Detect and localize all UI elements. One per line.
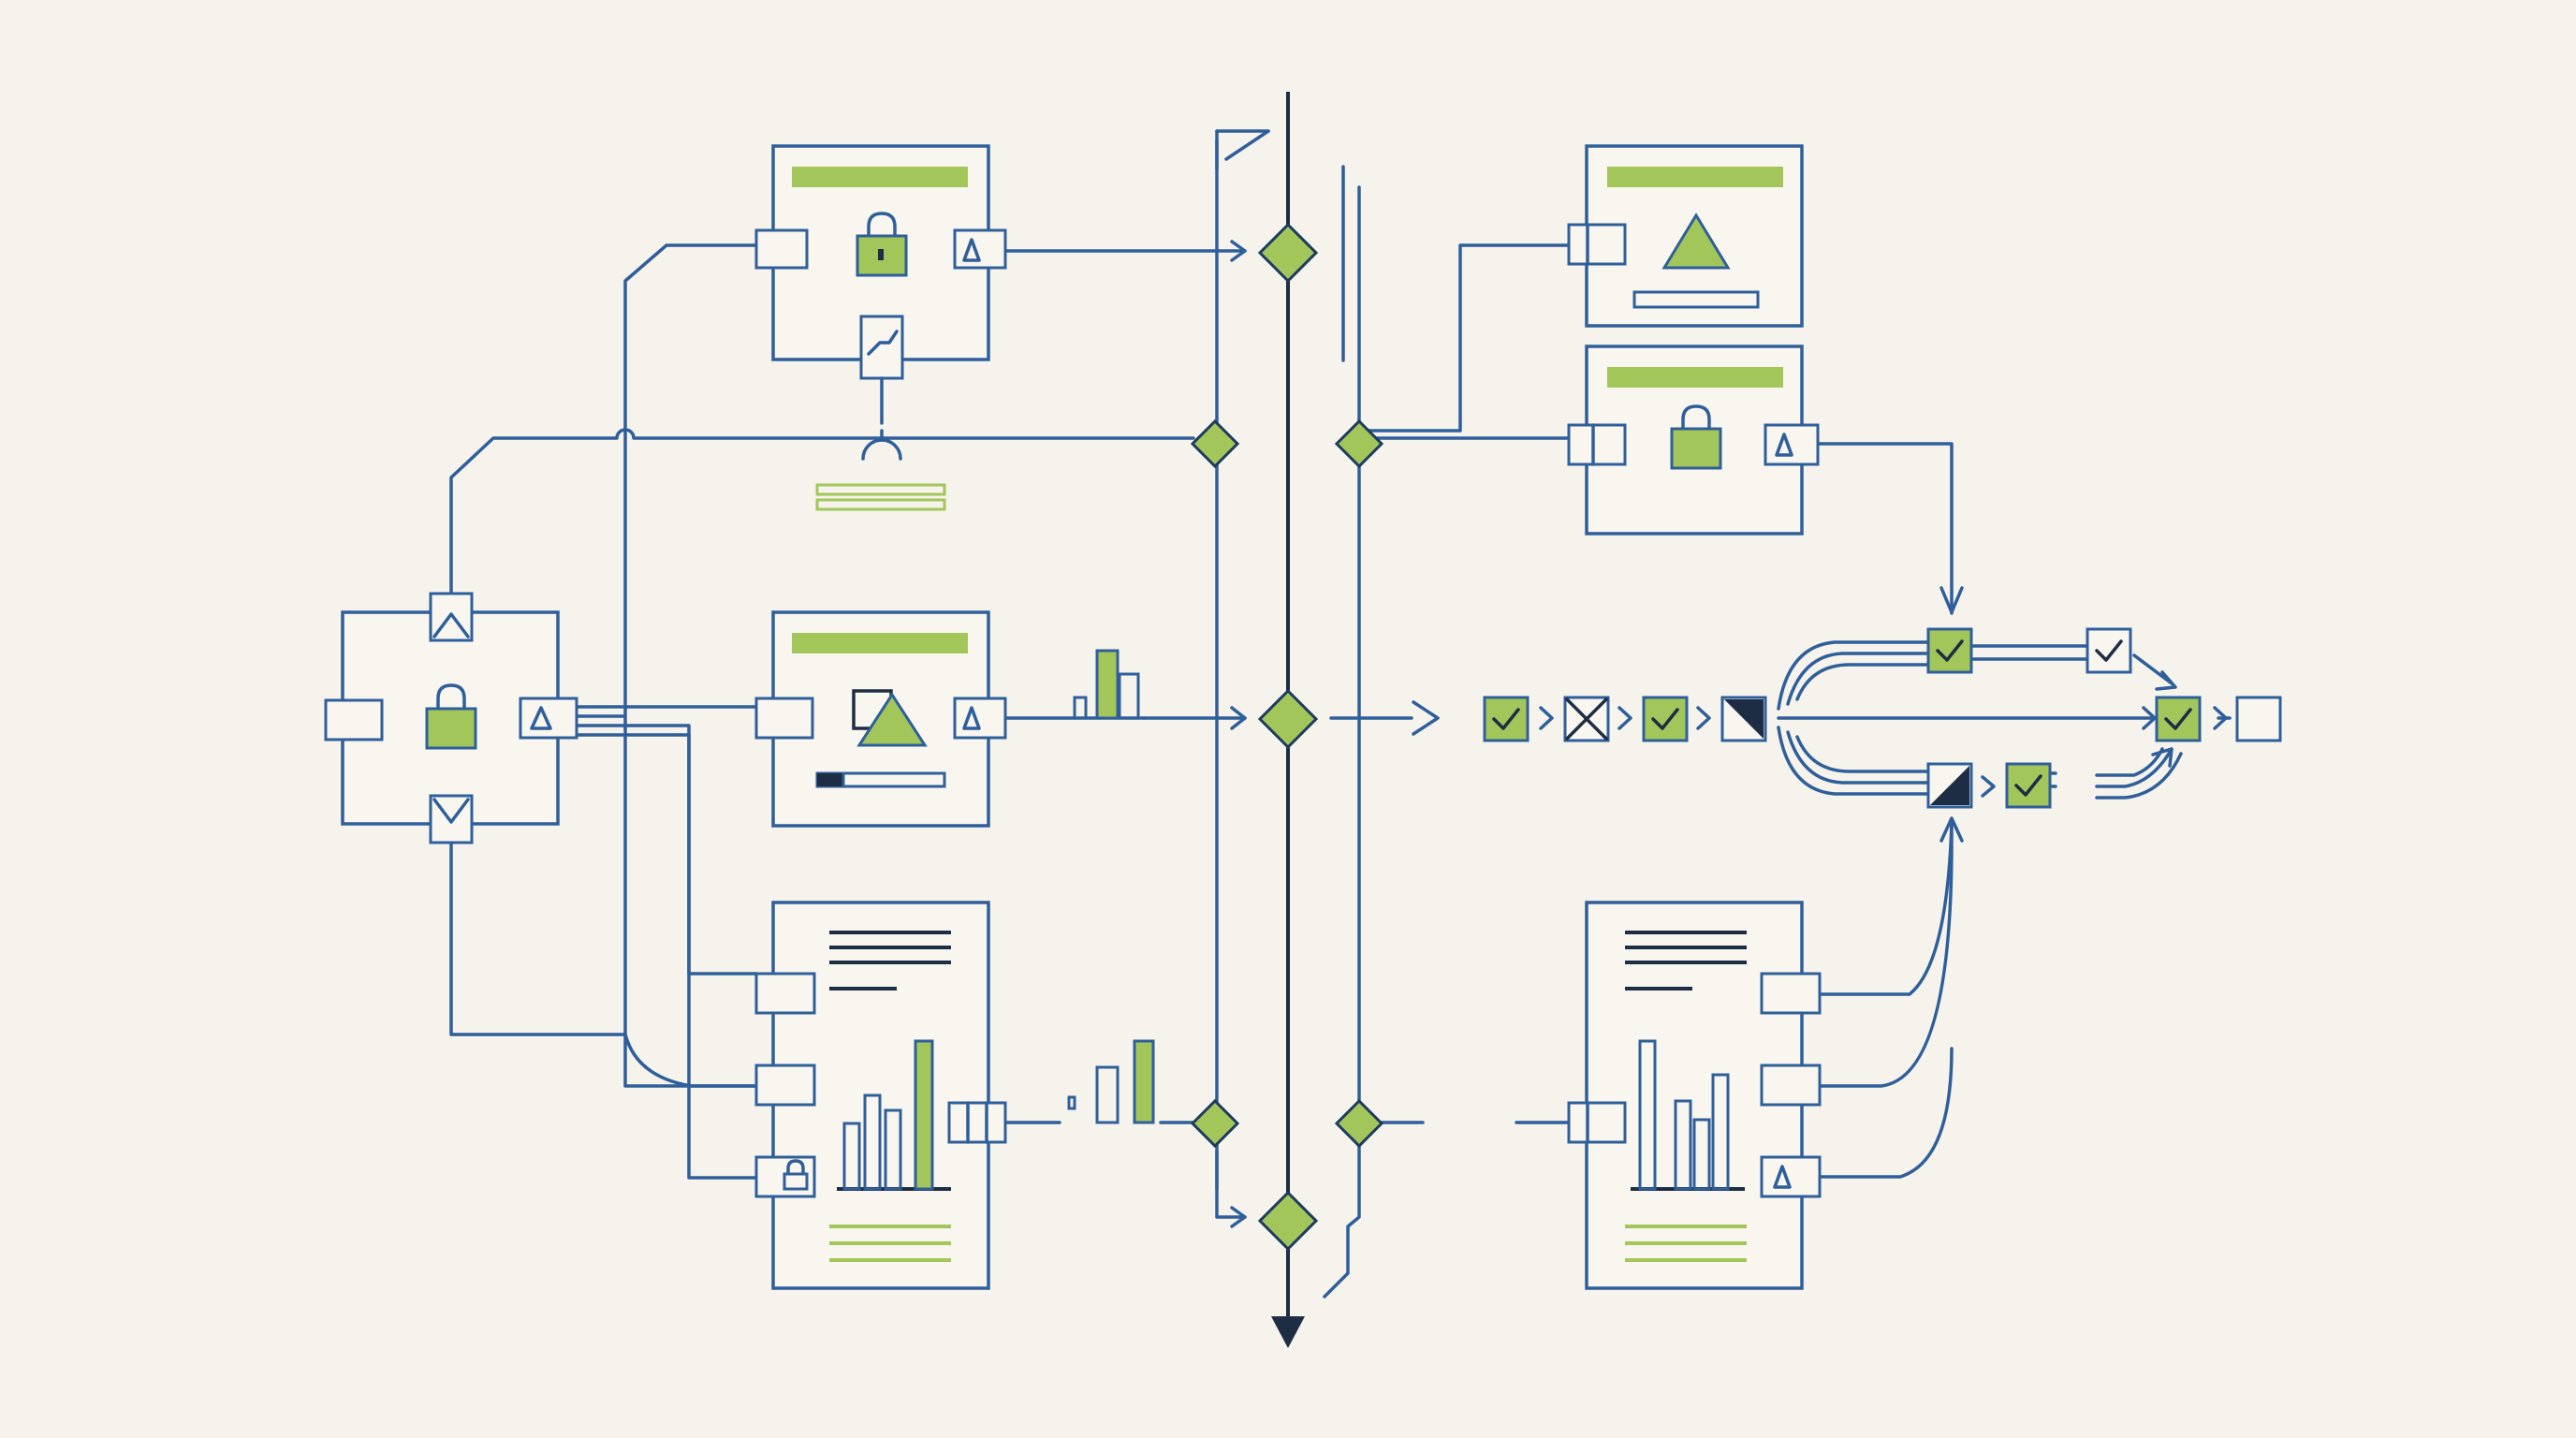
cross-box-icon bbox=[1563, 696, 1610, 742]
check-step bbox=[1483, 696, 1530, 742]
right-junctions bbox=[1334, 418, 1384, 1149]
card-triangle bbox=[1567, 144, 1804, 328]
bar-chart-icon bbox=[1631, 1039, 1745, 1191]
triangle-square-icon bbox=[852, 689, 928, 747]
diamond-junction-icon bbox=[1257, 1190, 1319, 1252]
card-lock bbox=[754, 144, 1007, 511]
pipeline-flow bbox=[1412, 586, 2282, 843]
switch-port bbox=[859, 315, 904, 380]
hub-port-right bbox=[519, 697, 578, 740]
card-header-bar bbox=[792, 633, 968, 653]
card-header-bar bbox=[792, 167, 968, 187]
triangle-icon bbox=[962, 706, 981, 730]
triangle-icon bbox=[1775, 433, 1793, 457]
down-arrow-icon bbox=[1271, 1316, 1305, 1348]
bar-chart-icon bbox=[837, 1039, 951, 1191]
half-filled-box-icon bbox=[1720, 696, 1767, 742]
bar-chart-icon bbox=[1073, 649, 1146, 720]
diamond-junction-icon bbox=[1334, 418, 1384, 469]
left-junctions bbox=[1190, 418, 1240, 1149]
left-hub-node bbox=[324, 592, 578, 844]
arrow-chevron bbox=[1412, 700, 1440, 736]
card-lock-right bbox=[1567, 345, 1820, 536]
bar-chart-icon bbox=[1067, 1039, 1155, 1124]
spine-junctions bbox=[1230, 222, 1319, 1252]
diamond-junction-icon bbox=[1257, 222, 1319, 284]
check-step bbox=[1642, 696, 1689, 742]
lock-icon bbox=[425, 683, 477, 750]
card-shapes bbox=[754, 610, 1146, 828]
triangle-icon bbox=[962, 238, 981, 262]
lock-icon bbox=[783, 1159, 809, 1191]
diamond-junction-icon bbox=[1190, 418, 1240, 469]
document-icon bbox=[1625, 931, 1747, 990]
card-report-left bbox=[754, 901, 1155, 1290]
triangle-icon bbox=[1661, 213, 1731, 270]
diamond-junction-icon bbox=[1190, 1098, 1240, 1149]
triangle-icon bbox=[530, 706, 552, 730]
check-step-outline bbox=[2086, 627, 2132, 674]
connector-lines bbox=[449, 129, 2232, 1299]
end-node bbox=[2235, 696, 2282, 742]
diamond-junction-icon bbox=[1334, 1098, 1384, 1149]
card-header-bar bbox=[1607, 167, 1783, 187]
triangle-icon bbox=[1773, 1165, 1792, 1189]
lock-icon bbox=[856, 212, 908, 277]
half-filled-box-icon bbox=[1926, 762, 1973, 809]
hub-port-top bbox=[429, 592, 474, 642]
document-icon bbox=[829, 931, 951, 990]
check-step bbox=[2005, 762, 2052, 809]
diamond-junction-icon bbox=[1257, 688, 1319, 750]
check-step bbox=[1926, 627, 1973, 674]
lock-icon bbox=[1670, 404, 1722, 470]
hub-port-left bbox=[324, 698, 384, 741]
check-step bbox=[2155, 696, 2202, 742]
card-report-right bbox=[1567, 901, 1822, 1290]
card-header-bar bbox=[1607, 367, 1783, 388]
